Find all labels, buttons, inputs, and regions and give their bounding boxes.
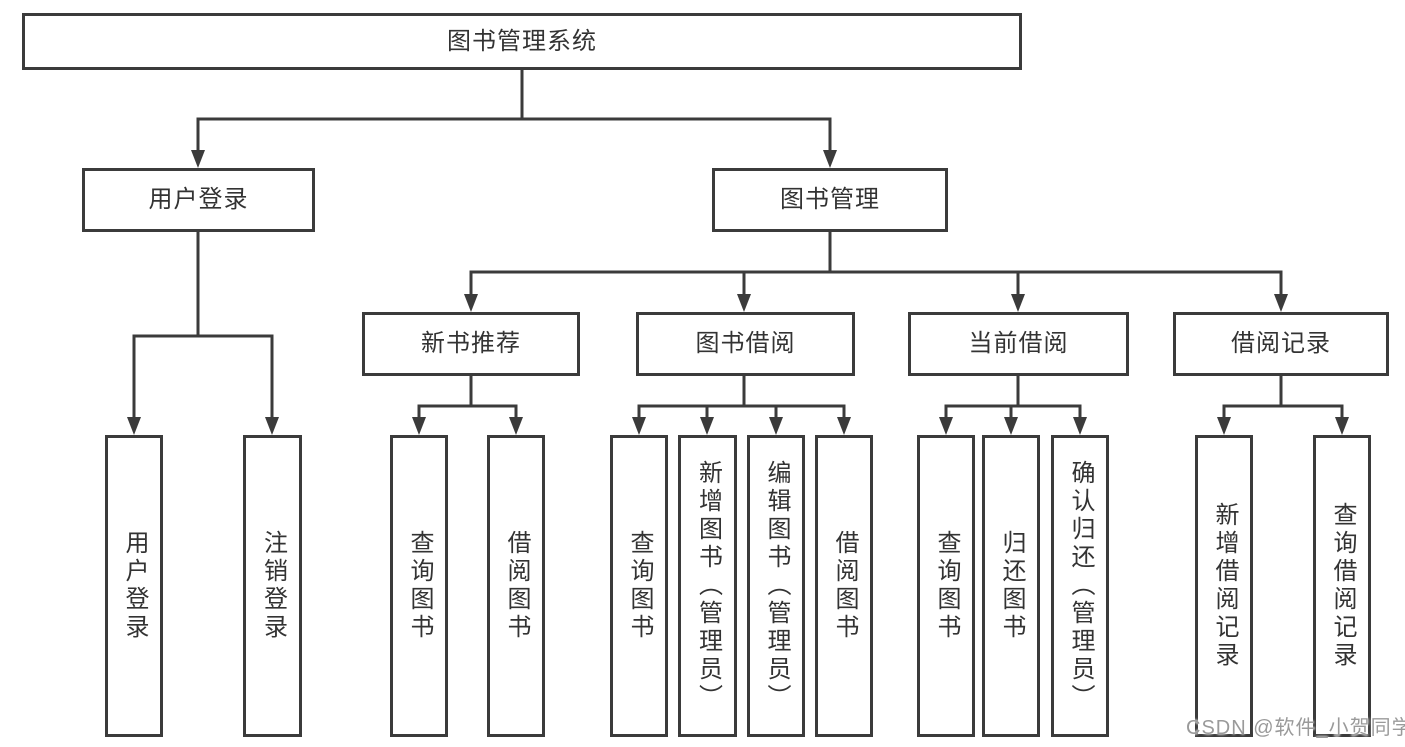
- leaf-return-books: 归还图书: [982, 435, 1040, 737]
- node-label: 归还图书: [998, 530, 1025, 642]
- leaf-logout: 注销登录: [243, 435, 302, 737]
- node-label: 图书借阅: [695, 330, 796, 357]
- leaf-edit-books-admin: 编辑图书（管理员）: [747, 435, 805, 737]
- leaf-add-borrow-record: 新增借阅记录: [1195, 435, 1253, 737]
- node-new-book-recommendation: 新书推荐: [362, 312, 580, 376]
- leaf-query-books-recommend: 查询图书: [390, 435, 448, 737]
- node-label: 借阅图书: [831, 530, 858, 642]
- node-label: 查询借阅记录: [1329, 502, 1356, 670]
- node-label: 当前借阅: [968, 330, 1069, 357]
- leaf-add-books-admin: 新增图书（管理员）: [678, 435, 737, 737]
- node-user-login-module: 用户登录: [82, 168, 315, 232]
- node-current-borrowing: 当前借阅: [908, 312, 1129, 376]
- node-label: 注销登录: [259, 530, 287, 642]
- leaf-borrow-books-borrowing: 借阅图书: [815, 435, 873, 737]
- node-label: 查询图书: [626, 530, 653, 642]
- node-label: 新书推荐: [421, 330, 521, 357]
- node-label: 用户登录: [121, 530, 148, 642]
- node-book-borrowing: 图书借阅: [636, 312, 855, 376]
- node-book-management-module: 图书管理: [712, 168, 948, 232]
- leaf-confirm-return-admin: 确认归还（管理员）: [1051, 435, 1109, 737]
- leaf-query-books-borrowing: 查询图书: [610, 435, 668, 737]
- node-label: 图书管理系统: [447, 27, 597, 55]
- node-label: 编辑图书（管理员）: [763, 460, 790, 712]
- node-label: 借阅图书: [503, 530, 530, 642]
- node-label: 新增借阅记录: [1211, 502, 1238, 670]
- leaf-query-borrow-record: 查询借阅记录: [1313, 435, 1371, 737]
- node-label: 图书管理: [780, 186, 880, 213]
- node-label: 新增图书（管理员）: [694, 460, 722, 712]
- node-label: 查询图书: [406, 530, 433, 642]
- leaf-borrow-books-recommend: 借阅图书: [487, 435, 545, 737]
- leaf-user-login: 用户登录: [105, 435, 163, 737]
- node-label: 借阅记录: [1231, 330, 1331, 357]
- csdn-watermark: CSDN @软件_小贺同学: [1186, 717, 1405, 739]
- node-borrowing-records: 借阅记录: [1173, 312, 1389, 376]
- node-label: 查询图书: [933, 530, 960, 642]
- node-label: 确认归还（管理员）: [1067, 460, 1094, 712]
- node-library-management-system: 图书管理系统: [22, 13, 1022, 70]
- leaf-query-books-current: 查询图书: [917, 435, 975, 737]
- node-label: 用户登录: [148, 186, 249, 213]
